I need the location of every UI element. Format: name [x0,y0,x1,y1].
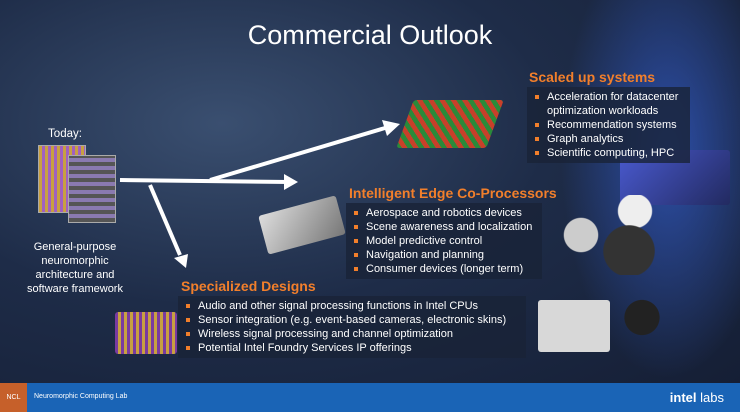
specialized-chip-image [115,312,177,354]
list-item: Model predictive control [352,234,536,248]
edge-list: Aerospace and robotics devices Scene awa… [346,203,542,279]
list-item: Graph analytics [533,132,684,146]
heading-edge-coprocessors: Intelligent Edge Co-Processors [349,185,557,201]
chip-grid-image [396,100,504,148]
logo-intel: intel [669,390,697,405]
slide-title: Commercial Outlook [247,20,493,50]
list-item: Recommendation systems [533,118,684,132]
list-item: Navigation and planning [352,248,536,262]
intel-labs-logo: intel labs [670,390,724,405]
ncl-badge: NCL [0,383,27,412]
list-item: Audio and other signal processing functi… [184,299,520,313]
list-item: Scientific computing, HPC [533,146,684,160]
scaled-up-list: Acceleration for datacenter optimization… [527,87,690,163]
network-diagram-image [538,300,610,352]
list-item: Consumer devices (longer term) [352,262,536,276]
heading-scaled-up-systems: Scaled up systems [529,69,656,85]
arrow-head-specialized [174,254,188,268]
list-item: Potential Intel Foundry Services IP offe… [184,341,520,355]
arrow-head-edge [284,174,298,190]
list-item: Sensor integration (e.g. event-based cam… [184,313,520,327]
today-caption: General-purpose neuromorphic architectur… [27,241,123,295]
footer-bar: NCL Neuromorphic Computing Lab intel lab… [0,383,740,412]
today-label: Today: [48,128,82,140]
list-item: Acceleration for datacenter optimization… [533,90,684,118]
logo-labs: labs [700,390,724,405]
list-item: Aerospace and robotics devices [352,206,536,220]
heading-specialized-designs: Specialized Designs [181,278,316,294]
chip-images [38,145,118,227]
camera-image [618,295,666,370]
robot-drone-headset-image [545,195,665,275]
arrow-head-scaled [382,120,400,136]
list-item: Wireless signal processing and channel o… [184,327,520,341]
specialized-list: Audio and other signal processing functi… [178,296,526,358]
list-item: Scene awareness and localization [352,220,536,234]
lab-name: Neuromorphic Computing Lab [34,393,128,400]
